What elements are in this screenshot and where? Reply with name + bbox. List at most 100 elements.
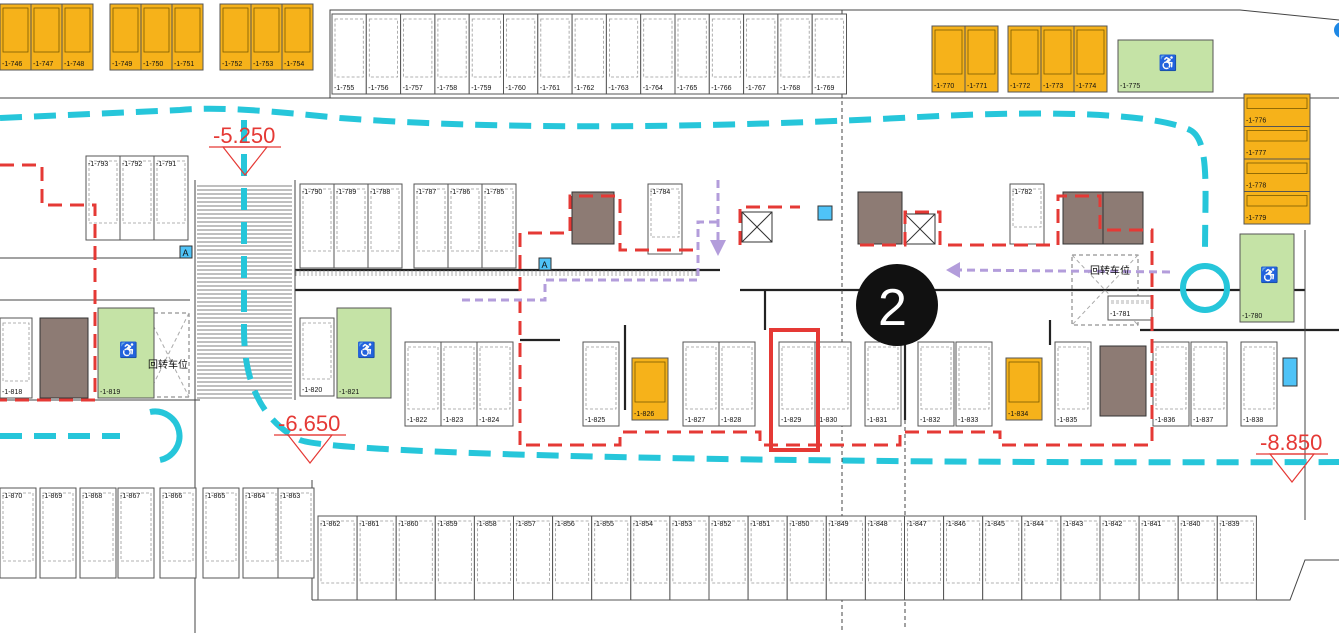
parking-space[interactable]: -1-776 — [1243, 93, 1311, 127]
parking-space[interactable]: -1-859 — [434, 515, 475, 601]
parking-space[interactable]: -1-769 — [811, 13, 848, 95]
parking-space[interactable]: -1-852 — [708, 515, 749, 601]
parking-space[interactable]: -1-850 — [786, 515, 827, 601]
parking-space[interactable]: -1-771 — [964, 25, 999, 93]
parking-space[interactable]: -1-755 — [331, 13, 367, 95]
parking-space[interactable]: -1-860 — [395, 515, 436, 601]
parking-space[interactable]: -1-857 — [513, 515, 554, 601]
parking-space[interactable]: -1-863 — [277, 487, 315, 579]
parking-space[interactable]: -1-753 — [250, 3, 283, 71]
parking-space[interactable]: -1-757 — [400, 13, 436, 95]
parking-space[interactable]: -1-858 — [473, 515, 514, 601]
parking-space[interactable]: ♿-1-775 — [1117, 39, 1214, 93]
parking-space[interactable]: -1-837 — [1190, 341, 1228, 427]
parking-space[interactable]: -1-792 — [119, 155, 155, 241]
parking-space[interactable]: -1-820 — [299, 317, 335, 397]
parking-space[interactable]: -1-789 — [333, 183, 369, 269]
parking-space[interactable]: -1-847 — [904, 515, 945, 601]
parking-space[interactable]: -1-765 — [674, 13, 710, 95]
parking-space[interactable]: -1-777 — [1243, 126, 1311, 160]
parking-space[interactable]: -1-828 — [718, 341, 756, 427]
parking-space[interactable]: -1-824 — [476, 341, 514, 427]
parking-space[interactable]: -1-832 — [917, 341, 955, 427]
parking-space[interactable]: -1-788 — [367, 183, 403, 269]
parking-space[interactable]: -1-768 — [777, 13, 813, 95]
parking-space[interactable]: -1-851 — [747, 515, 788, 601]
parking-space[interactable]: -1-825 — [582, 341, 620, 427]
parking-space[interactable]: -1-840 — [1177, 515, 1218, 601]
parking-space[interactable]: -1-834 — [1005, 357, 1043, 421]
parking-space[interactable]: -1-849 — [825, 515, 866, 601]
parking-space[interactable]: -1-818 — [0, 317, 33, 399]
parking-space[interactable]: -1-848 — [864, 515, 906, 601]
parking-space[interactable]: -1-844 — [1021, 515, 1062, 601]
parking-space[interactable]: -1-866 — [159, 487, 197, 579]
parking-space[interactable]: -1-781 — [1107, 295, 1153, 321]
parking-space[interactable]: -1-827 — [682, 341, 720, 427]
parking-space[interactable]: -1-855 — [591, 515, 632, 601]
parking-space[interactable]: ♿-1-780 — [1239, 233, 1295, 323]
parking-space[interactable]: -1-846 — [943, 515, 984, 601]
parking-space[interactable]: -1-767 — [743, 13, 779, 95]
parking-space[interactable]: -1-867 — [117, 487, 155, 579]
parking-space[interactable]: -1-856 — [552, 515, 593, 601]
parking-space[interactable]: -1-779 — [1243, 191, 1311, 225]
parking-space[interactable]: -1-838 — [1240, 341, 1278, 427]
parking-space[interactable]: -1-754 — [281, 3, 314, 71]
parking-space[interactable]: -1-759 — [468, 13, 505, 95]
parking-space[interactable]: -1-764 — [640, 13, 676, 95]
parking-space[interactable]: -1-864 — [242, 487, 280, 579]
parking-space[interactable]: -1-843 — [1060, 515, 1101, 601]
parking-space[interactable]: -1-870 — [0, 487, 37, 579]
parking-space[interactable]: -1-762 — [571, 13, 607, 95]
parking-space[interactable]: -1-761 — [537, 13, 573, 95]
parking-space[interactable]: -1-839 — [1216, 515, 1257, 601]
parking-space[interactable]: -1-830 — [814, 341, 852, 427]
parking-space[interactable]: -1-833 — [955, 341, 993, 427]
parking-space[interactable]: -1-751 — [171, 3, 204, 71]
parking-space[interactable]: -1-778 — [1243, 158, 1311, 192]
parking-space[interactable]: -1-829 — [778, 341, 816, 427]
parking-space[interactable]: -1-774 — [1073, 25, 1108, 93]
parking-space[interactable]: -1-853 — [669, 515, 710, 601]
parking-space[interactable]: -1-791 — [153, 155, 189, 241]
parking-space[interactable]: -1-787 — [413, 183, 449, 269]
parking-space[interactable]: -1-750 — [140, 3, 173, 71]
parking-space[interactable]: -1-786 — [447, 183, 483, 269]
parking-space[interactable]: -1-842 — [1099, 515, 1140, 601]
parking-space[interactable]: -1-772 — [1007, 25, 1042, 93]
highlighted-parking-space[interactable] — [769, 328, 820, 452]
parking-space[interactable]: -1-861 — [356, 515, 397, 601]
parking-space[interactable]: -1-782 — [1009, 183, 1045, 245]
parking-space[interactable]: -1-749 — [109, 3, 142, 71]
parking-space[interactable]: -1-756 — [365, 13, 402, 95]
parking-space[interactable]: -1-758 — [434, 13, 470, 95]
parking-space[interactable]: -1-748 — [61, 3, 94, 71]
parking-space[interactable]: -1-746 — [0, 3, 32, 71]
parking-space[interactable]: -1-854 — [630, 515, 671, 601]
parking-space[interactable]: -1-862 — [317, 515, 358, 601]
parking-space[interactable]: -1-793 — [85, 155, 121, 241]
parking-space[interactable]: -1-763 — [605, 13, 642, 95]
parking-space[interactable]: -1-773 — [1040, 25, 1075, 93]
parking-space[interactable]: -1-865 — [202, 487, 240, 579]
parking-space[interactable]: -1-831 — [864, 341, 902, 427]
parking-space[interactable]: -1-868 — [79, 487, 117, 579]
parking-space[interactable]: ♿-1-821 — [336, 307, 392, 399]
parking-space[interactable]: -1-785 — [481, 183, 517, 269]
parking-space[interactable]: -1-869 — [39, 487, 77, 579]
parking-space[interactable]: -1-760 — [503, 13, 539, 95]
parking-space[interactable]: -1-841 — [1138, 515, 1179, 601]
parking-space[interactable]: -1-752 — [219, 3, 252, 71]
parking-space[interactable]: -1-770 — [931, 25, 966, 93]
parking-space[interactable]: -1-784 — [647, 183, 683, 255]
parking-space[interactable]: -1-790 — [299, 183, 335, 269]
parking-space[interactable]: -1-766 — [708, 13, 745, 95]
parking-space[interactable]: -1-823 — [440, 341, 478, 427]
parking-space[interactable]: ♿-1-819 — [97, 307, 155, 399]
parking-space[interactable]: -1-822 — [404, 341, 442, 427]
parking-space[interactable]: -1-845 — [982, 515, 1023, 601]
parking-space[interactable]: -1-836 — [1152, 341, 1190, 427]
parking-space[interactable]: -1-826 — [631, 357, 669, 421]
parking-space[interactable]: -1-747 — [30, 3, 63, 71]
